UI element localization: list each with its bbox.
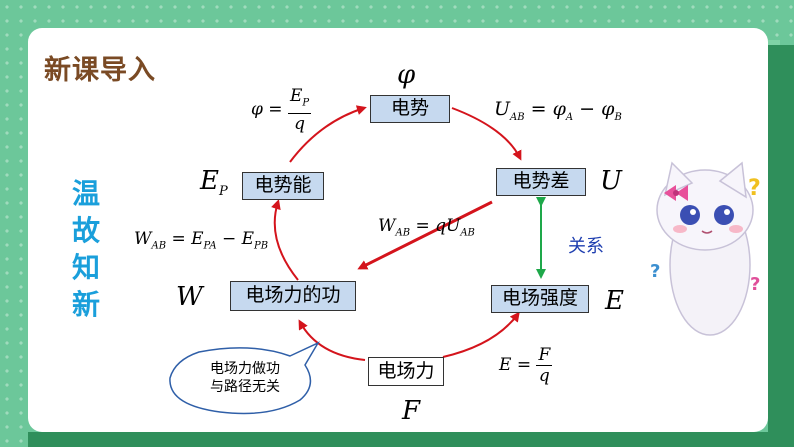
- page-title: 新课导入: [44, 55, 156, 86]
- sidebar-char-3: 知: [71, 251, 100, 284]
- arrow-potential-to-diff: [451, 107, 522, 161]
- node-field-strength: 电场强度: [491, 285, 589, 313]
- node-potential-energy: 电势能: [242, 172, 324, 200]
- relation-label: 关系: [568, 236, 604, 257]
- arrow-force-to-work: [298, 319, 366, 361]
- node-potential: 电势: [370, 95, 450, 123]
- svg-text:?: ?: [750, 274, 760, 295]
- node-potential-difference: 电势差: [496, 168, 586, 196]
- formula-wab-qu: WAB = qUAB: [378, 216, 475, 239]
- speech-bubble: [169, 341, 320, 415]
- decor-strip-right: [768, 45, 794, 447]
- callout-text: 电场力做功 与路径无关: [210, 361, 280, 395]
- formula-uab: UAB = φA − φB: [494, 98, 622, 123]
- sidebar-char-2: 故: [71, 214, 100, 247]
- formula-wab-ep: WAB = EPA − EPB: [134, 229, 269, 252]
- symbol-phi: φ: [397, 60, 416, 90]
- sidebar-char-1: 温: [71, 177, 100, 210]
- svg-text:?: ?: [650, 261, 660, 282]
- symbol-u: U: [600, 166, 622, 196]
- arrow-work-to-energy: [271, 199, 299, 281]
- node-field-force: 电场力: [368, 357, 444, 386]
- arrow-force-to-strength: [442, 311, 520, 358]
- cat-illustration: ? ? ?: [650, 161, 761, 336]
- symbol-w: W: [176, 282, 203, 312]
- symbol-ep: EP: [200, 166, 228, 200]
- sidebar-char-4: 新: [71, 288, 100, 321]
- node-field-work: 电场力的功: [230, 281, 356, 311]
- decor-strip-light: [768, 40, 780, 45]
- svg-text:?: ?: [748, 176, 761, 201]
- decor-strip-bottom: [28, 432, 768, 447]
- arrow-diff-to-work: [357, 200, 493, 270]
- symbol-f: F: [402, 396, 421, 426]
- symbol-e: E: [605, 286, 624, 316]
- arrow-energy-to-potential: [289, 105, 367, 163]
